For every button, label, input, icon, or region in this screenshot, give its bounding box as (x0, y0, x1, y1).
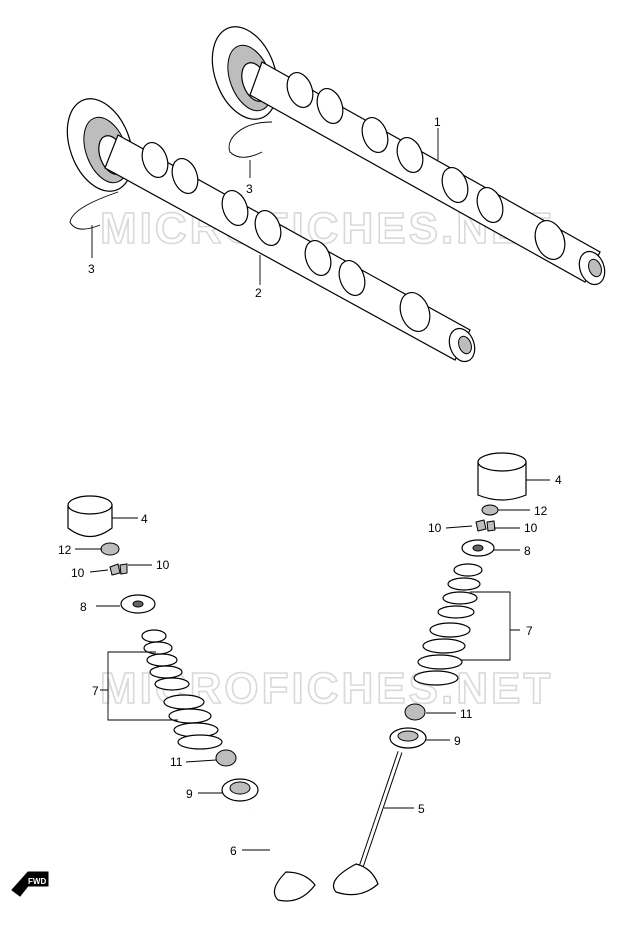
callout-4-left: 4 (141, 512, 148, 526)
callout-12-right: 12 (534, 504, 548, 518)
callout-3-lower: 3 (88, 262, 95, 276)
callout-6: 6 (230, 844, 237, 858)
fwd-label: FWD (28, 877, 46, 886)
callout-11-left: 11 (170, 755, 183, 769)
valve-train-left (67, 495, 316, 902)
callout-7-left: 7 (92, 684, 99, 698)
callout-9-right: 9 (454, 734, 461, 748)
ring-3-lower (69, 191, 119, 230)
valve-spring-left (141, 629, 223, 750)
callout-5: 5 (418, 802, 425, 816)
camshaft-intake (66, 98, 476, 363)
ring-3-upper (228, 121, 273, 158)
fwd-arrow-badge: FWD (11, 871, 49, 897)
callout-12-left: 12 (58, 543, 72, 557)
callout-10-left-a: 10 (71, 566, 85, 580)
callout-8-right: 8 (524, 544, 531, 558)
callout-8-left: 8 (80, 600, 87, 614)
camshaft-exhaust (211, 26, 606, 286)
callout-1: 1 (434, 115, 441, 129)
callout-10-left-b: 10 (156, 558, 170, 572)
callout-2: 2 (255, 286, 262, 300)
valve-spring-right (413, 563, 483, 686)
leader-lines (75, 128, 550, 851)
callout-3-upper: 3 (246, 182, 253, 196)
callout-10-right-a: 10 (428, 521, 442, 535)
callout-4-right: 4 (555, 473, 562, 487)
valve-train-right (332, 452, 527, 896)
callout-10-right-b: 10 (524, 521, 538, 535)
callout-7-right: 7 (526, 624, 533, 638)
callout-11-right: 11 (460, 707, 473, 721)
callout-9-left: 9 (186, 787, 193, 801)
